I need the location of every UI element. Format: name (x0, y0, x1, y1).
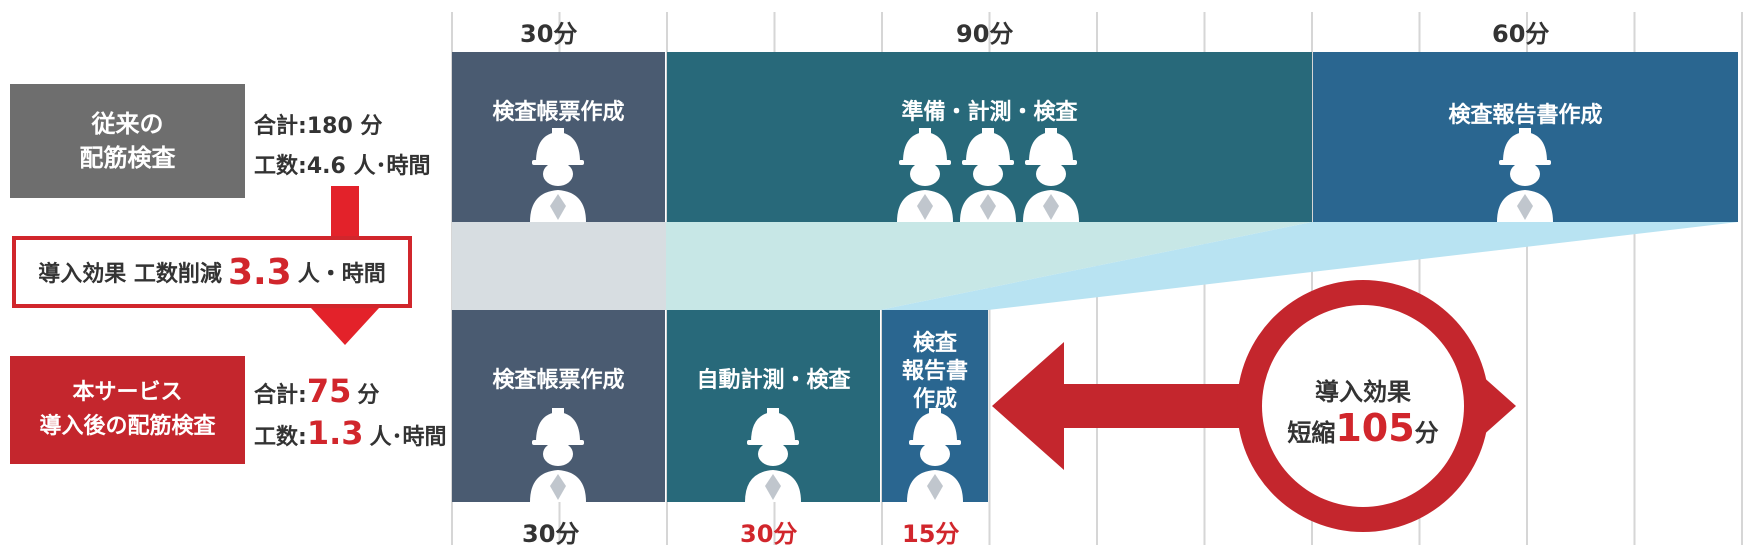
bottom-duration-2: 30分 (740, 520, 798, 548)
circle-reduction-unit: 分 (1414, 419, 1439, 447)
top-duration-2: 90分 (956, 20, 1014, 48)
effect-prefix: 導入効果 工数削減 (38, 262, 222, 287)
top-task-label-1: 検査帳票作成 (492, 100, 625, 125)
legacy-total: 合計:180 分 (254, 114, 383, 139)
legacy-workload: 工数:4.6 人･時間 (254, 154, 431, 179)
effect-suffix: 人・時間 (297, 262, 386, 287)
reduction-band-blue (880, 222, 1738, 310)
worker-helmet-icon (530, 128, 586, 222)
worker-helmet-icon (1023, 128, 1079, 222)
service-title-line2: 導入後の配筋検査 (39, 414, 216, 439)
worker-helmet-icon (745, 408, 801, 502)
reduction-band-gray (452, 222, 666, 310)
bottom-task-label-2: 自動計測・検査 (696, 368, 851, 393)
service-total-label: 合計 (254, 383, 299, 408)
top-task-label-3: 検査報告書作成 (1448, 103, 1603, 128)
bottom-duration-3: 15分 (902, 520, 960, 548)
bottom-task-label-3b: 報告書 (901, 359, 968, 384)
service-workload-unit: 人･時間 (369, 425, 447, 450)
legacy-total-value: 180 分 (306, 114, 383, 139)
legacy-title-box: 従来の 配筋検査 (10, 84, 245, 198)
service-total-unit: 分 (357, 383, 380, 408)
service-workload-value: 1.3 (306, 414, 364, 452)
legacy-total-label: 合計 (254, 114, 299, 139)
legacy-workload-label: 工数 (254, 154, 299, 179)
service-total-value: 75 (306, 372, 352, 410)
circle-reduction-value: 105 (1335, 406, 1415, 450)
top-duration-3: 60分 (1492, 20, 1550, 48)
worker-helmet-icon (897, 128, 953, 222)
service-title-line1: 本サービス (72, 380, 183, 405)
service-title-box: 本サービス 導入後の配筋検査 (10, 356, 245, 464)
worker-helmet-icon (530, 408, 586, 502)
worker-helmet-icon (907, 408, 963, 502)
legacy-title-line1: 従来の (91, 110, 164, 138)
service-workload-label: 工数 (254, 425, 299, 450)
circle-effect-label: 導入効果 (1315, 378, 1411, 406)
bottom-task-label-3c: 作成 (912, 387, 957, 412)
top-task-label-2: 準備・計測・検査 (901, 100, 1078, 125)
circle-inner (1262, 305, 1464, 507)
top-duration-1: 30分 (520, 20, 578, 48)
bottom-task-form-creation (452, 310, 665, 502)
bottom-task-label-3a: 検査 (912, 331, 957, 356)
reduction-band-teal (666, 222, 1312, 310)
bottom-duration-1: 30分 (522, 520, 580, 548)
worker-helmet-icon (1497, 128, 1553, 222)
circle-reduction: 短縮105分 (1287, 406, 1438, 450)
bottom-task-label-1: 検査帳票作成 (492, 368, 625, 393)
legacy-title-line2: 配筋検査 (79, 144, 176, 172)
effect-value: 3.3 (227, 251, 292, 293)
circle-reduction-prefix: 短縮 (1287, 419, 1336, 447)
bottom-task-auto-measure (667, 310, 880, 502)
legacy-workload-value: 4.6 人･時間 (306, 154, 431, 179)
worker-helmet-icon (960, 128, 1016, 222)
